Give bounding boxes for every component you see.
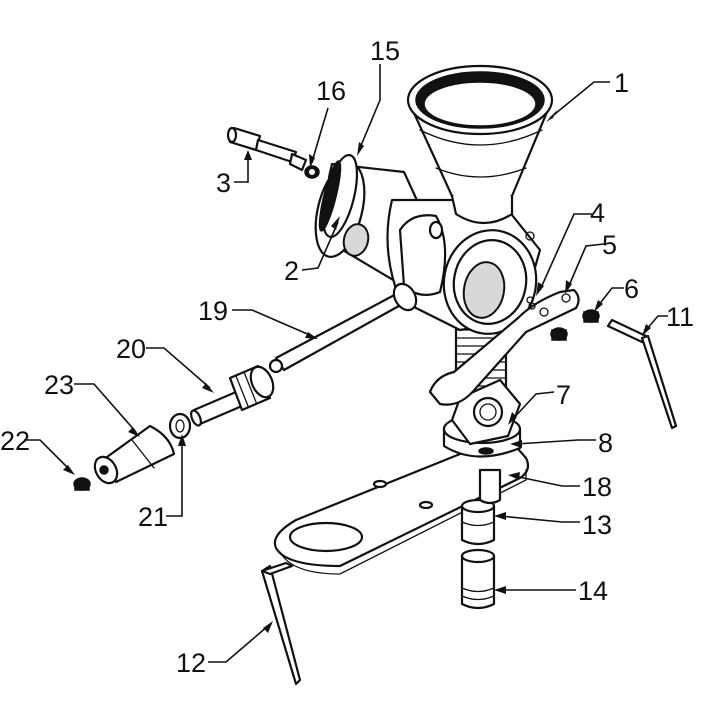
crank-shaft: [268, 282, 418, 374]
callout-lock-nut: 8: [510, 428, 613, 458]
shaft-bushing: [190, 364, 275, 427]
base-plate: [273, 440, 530, 575]
callout-adjuster-upper: 13: [494, 510, 612, 540]
callout-handle-screw: 22: [0, 426, 75, 475]
handle-knob: [93, 424, 176, 485]
callout-crank-shaft: 19: [198, 296, 318, 339]
callout-label: 14: [578, 576, 608, 606]
callout-label: 12: [176, 648, 206, 678]
callout-allen-key-large: 12: [176, 621, 273, 678]
clamp-arm: [428, 288, 580, 406]
callout-label: 4: [590, 198, 605, 228]
callout-label: 8: [598, 428, 613, 458]
callout-label: 1: [614, 68, 629, 98]
callout-label: 21: [138, 502, 168, 532]
handle-screw: [73, 477, 91, 491]
callout-handle-knob: 23: [44, 370, 140, 437]
callout-label: 20: [116, 334, 146, 364]
callout-label: 15: [370, 36, 400, 66]
allen-key-large: [260, 561, 302, 686]
callout-base-plate: 18: [508, 472, 612, 502]
grinder-body: [314, 64, 554, 335]
callout-label: 2: [284, 256, 299, 286]
callout-clamp-arm-hole: 4: [536, 198, 605, 296]
callout-label: 11: [666, 302, 694, 332]
callout-washer: 21: [138, 434, 186, 532]
callout-clamp-block: 7: [508, 380, 571, 425]
callout-clamp-arm: 5: [565, 230, 617, 294]
callout-body: 2: [284, 216, 340, 286]
callout-arm-screw: 6: [594, 274, 639, 312]
shaft-pin: [226, 126, 308, 172]
callout-label: 13: [582, 510, 612, 540]
callout-allen-key-small: 11: [642, 302, 694, 336]
washer: [168, 412, 192, 440]
callout-pin-spring: 16: [309, 76, 346, 168]
callout-shaft-pin: 3: [216, 150, 252, 198]
callout-body-seal: 15: [357, 36, 400, 156]
callout-label: 3: [216, 168, 231, 198]
allen-key-small: [606, 318, 678, 430]
adjuster-upper: [460, 468, 502, 546]
callout-label: 16: [316, 76, 346, 106]
callout-label: 6: [624, 274, 639, 304]
callout-shaft-bushing: 20: [116, 334, 214, 393]
callout-label: 7: [556, 380, 571, 410]
callout-label: 22: [0, 426, 30, 456]
arm-screw: [550, 309, 600, 341]
callout-hopper: 1: [546, 68, 629, 122]
pin-spring: [304, 165, 320, 179]
callout-adjuster-lower: 14: [494, 576, 608, 606]
callout-label: 19: [198, 296, 228, 326]
callout-label: 5: [602, 230, 617, 260]
callout-label: 23: [44, 370, 74, 400]
callout-label: 18: [582, 472, 612, 502]
adjuster-lower: [460, 548, 496, 610]
body-seal: [318, 154, 359, 238]
